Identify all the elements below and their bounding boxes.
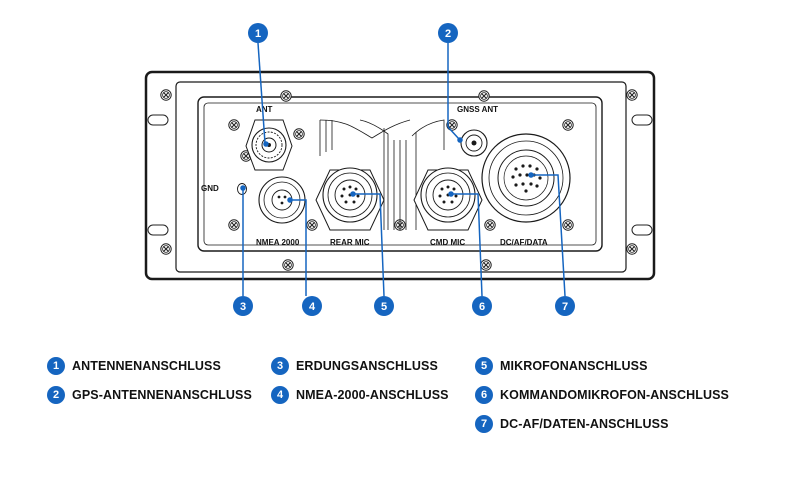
dc-af-data-connector xyxy=(481,133,571,223)
legend-badge-2: 2 xyxy=(47,386,65,404)
callout-1-number: 1 xyxy=(255,28,261,40)
callout-2: 2 xyxy=(438,23,458,43)
legend-text-2: GPS-ANTENNENANSCHLUSS xyxy=(72,388,252,402)
gnd-label: GND xyxy=(201,184,219,193)
callout-3: 3 xyxy=(233,296,253,316)
legend-item-5: 5 MIKROFONANSCHLUSS xyxy=(475,357,648,375)
cmd-mic-connector xyxy=(413,167,483,231)
screw xyxy=(160,243,172,255)
legend-text-6: KOMMANDOMIKROFON-ANSCHLUSS xyxy=(500,388,729,402)
callout-1: 1 xyxy=(248,23,268,43)
screw xyxy=(228,219,240,231)
screw xyxy=(562,119,574,131)
callout-6-number: 6 xyxy=(479,301,485,313)
legend-item-7: 7 DC-AF/DATEN-ANSCHLUSS xyxy=(475,415,669,433)
dc-af-data-label: DC/AF/DATA xyxy=(500,238,548,247)
legend-item-4: 4 NMEA-2000-ANSCHLUSS xyxy=(271,386,449,404)
rear-mic-label: REAR MIC xyxy=(330,238,370,247)
legend-item-6: 6 KOMMANDOMIKROFON-ANSCHLUSS xyxy=(475,386,729,404)
callout-7-number: 7 xyxy=(562,301,568,313)
callout-5: 5 xyxy=(374,296,394,316)
legend-badge-3: 3 xyxy=(271,357,289,375)
nmea-2000-label: NMEA 2000 xyxy=(256,238,300,247)
callout-5-number: 5 xyxy=(381,301,387,313)
screw xyxy=(160,89,172,101)
screw xyxy=(626,89,638,101)
gnss-ant-connector xyxy=(460,129,488,157)
mount-slot xyxy=(147,114,169,126)
heatsink-fins xyxy=(319,119,445,230)
legend-badge-6: 6 xyxy=(475,386,493,404)
screw xyxy=(480,259,492,271)
screw xyxy=(293,128,305,140)
screw xyxy=(306,219,318,231)
legend-text-7: DC-AF/DATEN-ANSCHLUSS xyxy=(500,417,669,431)
callout-6: 6 xyxy=(472,296,492,316)
screw xyxy=(626,243,638,255)
callout-leaders xyxy=(240,42,566,297)
screw xyxy=(478,90,490,102)
mount-slot xyxy=(631,224,653,236)
legend-badge-5: 5 xyxy=(475,357,493,375)
callout-4-number: 4 xyxy=(309,301,316,313)
legend-item-3: 3 ERDUNGSANSCHLUSS xyxy=(271,357,438,375)
legend-text-5: MIKROFONANSCHLUSS xyxy=(500,359,648,373)
legend-badge-1: 1 xyxy=(47,357,65,375)
legend-text-3: ERDUNGSANSCHLUSS xyxy=(296,359,438,373)
rear-mic-connector xyxy=(315,167,385,231)
connector-plate-inner xyxy=(203,102,597,246)
legend-text-4: NMEA-2000-ANSCHLUSS xyxy=(296,388,449,402)
callout-4: 4 xyxy=(302,296,322,316)
screw xyxy=(280,90,292,102)
callout-3-number: 3 xyxy=(240,301,246,313)
mount-slot xyxy=(147,224,169,236)
screw xyxy=(228,119,240,131)
screw xyxy=(282,259,294,271)
mount-slot xyxy=(631,114,653,126)
callout-7: 7 xyxy=(555,296,575,316)
cmd-mic-label: CMD MIC xyxy=(430,238,465,247)
legend-item-2: 2 GPS-ANTENNENANSCHLUSS xyxy=(47,386,252,404)
nmea-2000-connector xyxy=(258,176,306,224)
screw xyxy=(484,219,496,231)
legend-item-1: 1 ANTENNENANSCHLUSS xyxy=(47,357,221,375)
legend-text-1: ANTENNENANSCHLUSS xyxy=(72,359,221,373)
ant-connector xyxy=(245,119,293,171)
gnss-ant-label: GNSS ANT xyxy=(457,105,498,114)
ant-label: ANT xyxy=(256,105,273,114)
legend-badge-4: 4 xyxy=(271,386,289,404)
callout-2-number: 2 xyxy=(445,28,451,40)
legend-badge-7: 7 xyxy=(475,415,493,433)
screw xyxy=(562,219,574,231)
